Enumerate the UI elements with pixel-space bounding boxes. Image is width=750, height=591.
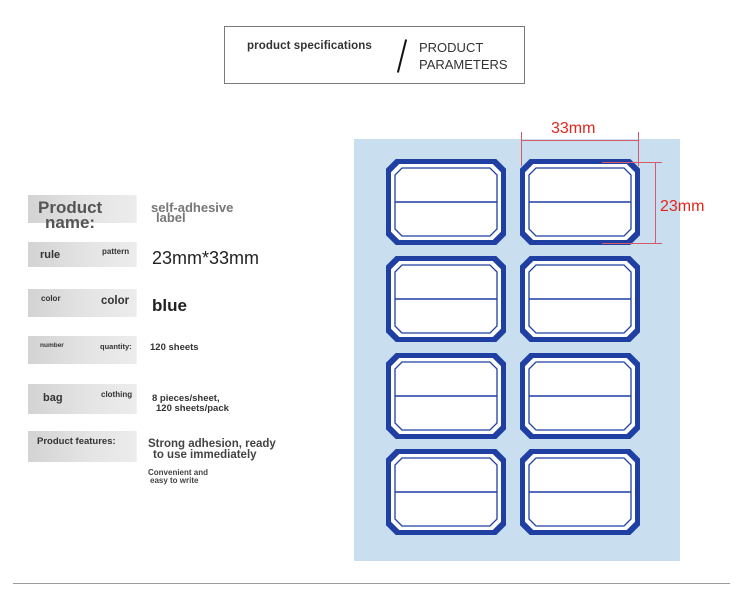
- label-sticker: [386, 159, 506, 245]
- label-bg: [28, 242, 137, 267]
- features-label: Product features:: [37, 436, 116, 447]
- height-dimension-tick-bottom: [602, 243, 662, 244]
- width-dimension-label: 33mm: [551, 120, 596, 137]
- features-value-1: Strong adhesion, ready: [148, 438, 276, 450]
- height-dimension-tick-top: [602, 162, 662, 163]
- label-sticker: [386, 353, 506, 439]
- features-value-3: Convenient and: [148, 468, 209, 477]
- header-subtitle: PRODUCT PARAMETERS: [419, 39, 519, 73]
- rule-sublabel: pattern: [102, 247, 130, 256]
- header-title: product specifications: [247, 40, 372, 52]
- rule-label: rule: [40, 249, 61, 261]
- label-bg: [28, 289, 137, 317]
- product-name-label-2: name:: [45, 213, 96, 232]
- header-divider: [396, 39, 408, 73]
- label-bg: [28, 336, 137, 364]
- header-box: product specifications PRODUCT PARAMETER…: [224, 26, 525, 84]
- label-sticker: [520, 449, 640, 535]
- header-subtitle-line1: PRODUCT: [419, 40, 484, 55]
- footer-divider: [13, 583, 730, 584]
- label-sticker: [386, 256, 506, 342]
- color-label: color: [101, 295, 130, 307]
- product-name-value-2: label: [156, 210, 186, 225]
- label-sticker: [386, 449, 506, 535]
- bag-value-2: 120 sheets/pack: [156, 403, 229, 414]
- label-sticker: [520, 159, 640, 245]
- width-dimension-tick-left: [521, 132, 522, 166]
- label-sticker: [520, 256, 640, 342]
- width-dimension-line: [521, 140, 639, 141]
- quantity-label: quantity:: [100, 342, 132, 351]
- clothing-label: clothing: [101, 390, 133, 399]
- features-value-2: to use immediately: [153, 449, 257, 461]
- height-dimension-label: 23mm: [660, 198, 705, 215]
- width-dimension-tick-right: [638, 132, 639, 166]
- label-sheet-image: [354, 139, 680, 561]
- header-subtitle-line2: PARAMETERS: [419, 57, 508, 72]
- label-bg: [28, 195, 137, 223]
- number-label: number: [40, 342, 64, 349]
- product-name-label-1: Product: [38, 198, 103, 217]
- color-label-small: color: [41, 294, 61, 303]
- quantity-value: 120 sheets: [150, 342, 199, 353]
- label-bg: [28, 384, 137, 414]
- bag-value-1: 8 pieces/sheet,: [152, 393, 220, 404]
- height-dimension-line: [655, 162, 656, 244]
- rule-value: 23mm*33mm: [152, 248, 260, 268]
- color-value: blue: [152, 296, 187, 315]
- features-value-4: easy to write: [150, 476, 199, 485]
- label-sticker: [520, 353, 640, 439]
- bag-label: bag: [43, 392, 63, 404]
- product-name-value-1: self-adhesive: [151, 200, 234, 215]
- label-bg: [28, 431, 137, 462]
